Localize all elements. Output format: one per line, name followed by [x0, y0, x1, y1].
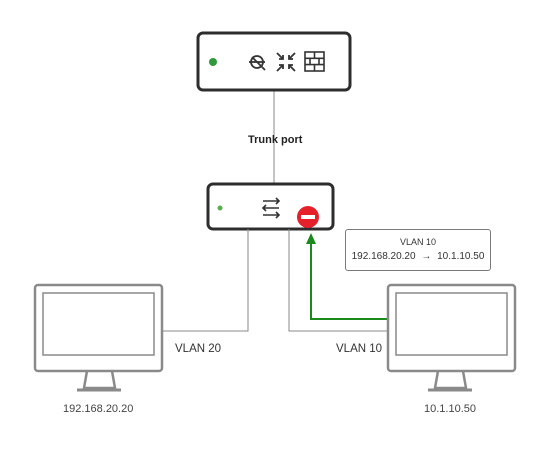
traffic-arrowhead [306, 233, 316, 244]
vlan10-link [288, 229, 388, 332]
switch-status-led [217, 205, 223, 211]
callout-route: 192.168.20.20 → 10.1.10.50 [346, 251, 490, 262]
traffic-path [310, 236, 388, 320]
right-pc-monitor[interactable] [386, 283, 517, 392]
router-device[interactable] [196, 31, 352, 92]
left-pc-monitor[interactable] [33, 283, 164, 392]
switch-arrows-icon [261, 197, 281, 219]
firewall-icon [304, 51, 325, 72]
routing-icon [249, 55, 266, 71]
vlan20-link [162, 229, 249, 332]
right-pc-ip: 10.1.10.50 [424, 403, 476, 415]
router-status-led [209, 58, 217, 66]
blocked-icon [297, 206, 319, 228]
packet-callout: VLAN 10 192.168.20.20 → 10.1.10.50 [345, 229, 491, 271]
callout-source-ip: 192.168.20.20 [351, 251, 416, 262]
callout-title: VLAN 10 [399, 237, 437, 247]
callout-arrow: → [421, 251, 432, 262]
callout-dest-ip: 10.1.10.50 [437, 251, 485, 262]
collapse-arrows-icon [276, 52, 296, 72]
trunk-port-label: Trunk port [248, 134, 303, 146]
vlan20-label: VLAN 20 [175, 343, 222, 355]
vlan10-label: VLAN 10 [336, 343, 383, 355]
left-pc-ip: 192.168.20.20 [63, 403, 134, 415]
